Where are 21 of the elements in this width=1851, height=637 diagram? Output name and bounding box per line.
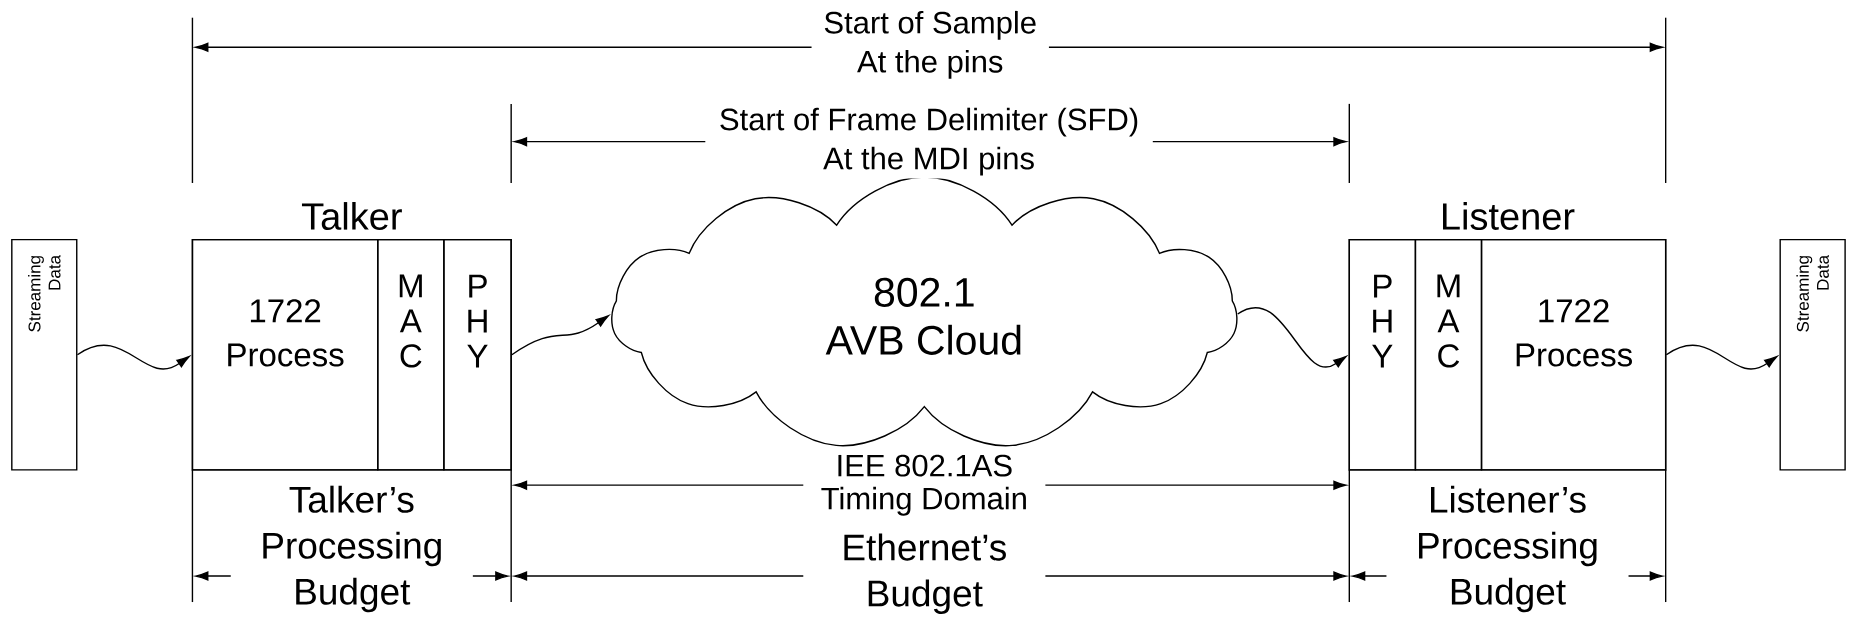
data-box: Streaming Data (11, 238, 78, 471)
layer-cell: P H Y (1348, 238, 1417, 471)
dimension-label: Listener’s Processing Budget (1386, 482, 1629, 615)
layer-cell: M A C (1414, 238, 1483, 471)
data-box: Streaming Data (1779, 238, 1846, 471)
dimension-label: Ethernet’s Budget (803, 530, 1046, 617)
dimension-label: IEE 802.1AS Timing Domain (803, 451, 1046, 519)
dimension-label: Talker’s Processing Budget (230, 482, 473, 615)
wavy-arrow (1665, 344, 1778, 370)
box-heading: Talker (301, 201, 402, 230)
layer-cell: 1722 Process (1480, 238, 1667, 471)
layer-cell: 1722 Process (191, 238, 379, 471)
wavy-arrow (76, 344, 190, 370)
dimension-label: Start of Frame Delimiter (SFD) At the MDI pins (705, 104, 1153, 179)
box-heading: Listener (1443, 201, 1575, 230)
wavy-arrow (1237, 306, 1347, 368)
network-cloud: 802.1 AVB Cloud (611, 176, 1238, 447)
wavy-arrow (511, 315, 609, 356)
dimension-label: Start of Sample At the pins (811, 7, 1049, 82)
layer-cell: M A C (377, 238, 445, 471)
layer-cell: P H Y (443, 238, 512, 471)
